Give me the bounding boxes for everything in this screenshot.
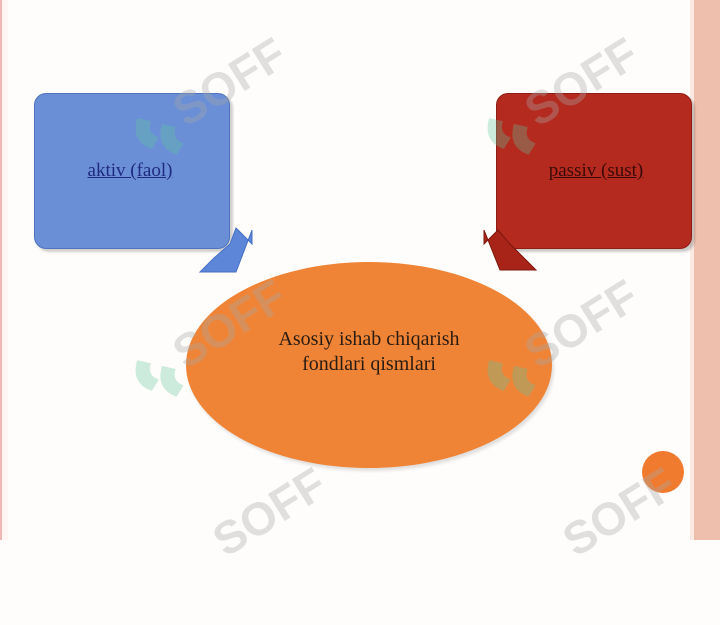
passive-part-box: passiv (sust) <box>496 93 692 249</box>
center-ellipse-line1: Asosiy ishab chiqarish <box>278 328 460 350</box>
accent-dot <box>642 451 684 493</box>
active-part-box: aktiv (faol) <box>34 93 230 249</box>
watermark-text: SOFF <box>203 457 335 566</box>
slide-right-frame <box>690 0 720 540</box>
active-part-link[interactable]: aktiv (faol) <box>87 160 173 181</box>
slide-right-frame-edge <box>690 0 694 540</box>
slide-left-frame <box>0 0 8 540</box>
watermark-logo: SOFF <box>553 457 685 566</box>
center-ellipse: Asosiy ishab chiqarish fondlari qismlari <box>186 262 552 468</box>
passive-part-link[interactable]: passiv (sust) <box>548 160 644 181</box>
center-ellipse-line2: fondlari qismlari <box>302 353 436 375</box>
